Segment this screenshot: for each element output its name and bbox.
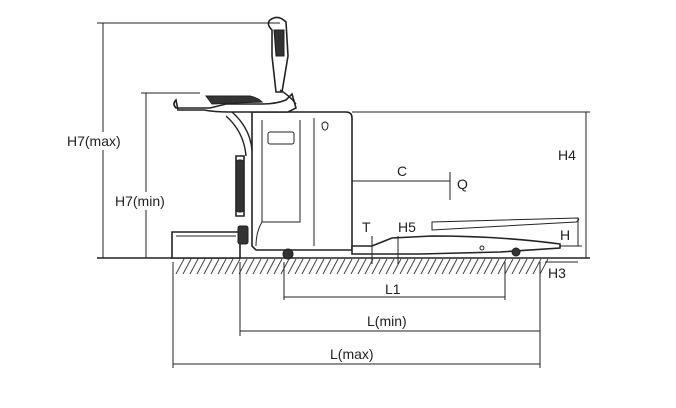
h3-label: H3 — [548, 265, 566, 281]
hatch-stroke — [329, 258, 339, 275]
tiller-handle-lower — [173, 92, 297, 113]
body-handle — [267, 131, 295, 145]
fork-lowered — [351, 235, 561, 255]
hatch-stroke — [196, 258, 206, 275]
hatch-stroke — [399, 258, 409, 275]
hatch-stroke — [217, 258, 227, 275]
body-lower-curve — [255, 221, 263, 247]
hatch-stroke — [322, 258, 332, 275]
q-label: Q — [457, 176, 468, 192]
hatch-stroke — [434, 258, 444, 275]
hatch-stroke — [273, 258, 283, 275]
hatch-stroke — [266, 258, 276, 275]
hatch-stroke — [350, 258, 360, 275]
hatch-stroke — [287, 258, 297, 275]
h7-min-label: H7(min) — [115, 193, 165, 209]
body-indicator — [321, 121, 329, 131]
hatch-stroke — [308, 258, 318, 275]
hatch-stroke — [518, 258, 528, 275]
h7-max-label: H7(max) — [67, 133, 121, 149]
battery-cover — [261, 120, 301, 223]
hatch-stroke — [406, 258, 416, 275]
hatch-stroke — [483, 258, 493, 275]
hatch-stroke — [371, 258, 381, 275]
hatch-stroke — [315, 258, 325, 275]
hatch-stroke — [497, 258, 507, 275]
h7-max-label-bg — [64, 132, 140, 150]
h5-label: H5 — [398, 219, 416, 235]
hatch-stroke — [525, 258, 535, 275]
hatch-stroke — [343, 258, 353, 275]
h7-min-label-bg — [112, 192, 184, 210]
hatch-stroke — [385, 258, 395, 275]
load-wheel — [511, 247, 521, 257]
tiller-link-inner — [225, 115, 247, 157]
tiller-grip-lower — [205, 95, 264, 105]
hatch-stroke — [357, 258, 367, 275]
operator-platform — [171, 231, 241, 259]
drive-wheel — [282, 248, 294, 260]
fork-roller — [479, 245, 485, 251]
hatch-stroke — [448, 258, 458, 275]
tiller-joint — [279, 89, 297, 105]
l1-label: L1 — [385, 281, 401, 297]
hatch-stroke — [280, 258, 290, 275]
hatch-stroke — [420, 258, 430, 275]
hatch-stroke — [441, 258, 451, 275]
c-label: C — [397, 163, 407, 179]
hatch-stroke — [539, 258, 549, 275]
hatch-stroke — [224, 258, 234, 275]
hatch-stroke — [462, 258, 472, 275]
hatch-stroke — [504, 258, 514, 275]
truck-body — [251, 111, 353, 251]
hatch-stroke — [476, 258, 486, 275]
pallet-truck — [171, 16, 580, 260]
hatch-stroke — [490, 258, 500, 275]
hatch-stroke — [532, 258, 542, 275]
tiller-grip-upper — [273, 29, 285, 57]
hatch-stroke — [455, 258, 465, 275]
side-grip-pad — [235, 159, 245, 213]
hatch-stroke — [427, 258, 437, 275]
hatch-stroke — [392, 258, 402, 275]
hatch-stroke — [336, 258, 346, 275]
hatch-stroke — [252, 258, 262, 275]
tiller-link — [231, 111, 253, 151]
hatch-stroke — [231, 258, 241, 275]
lmax-label: L(max) — [330, 346, 374, 362]
hatch-stroke — [469, 258, 479, 275]
hatch-stroke — [189, 258, 199, 275]
hatch-stroke — [210, 258, 220, 275]
h-label: H — [560, 227, 570, 243]
ground — [97, 257, 590, 275]
hatch-stroke — [203, 258, 213, 275]
hatch-stroke — [245, 258, 255, 275]
hatch-stroke — [413, 258, 423, 275]
ground-hatching — [175, 258, 549, 275]
hatch-stroke — [259, 258, 269, 275]
hatch-stroke — [294, 258, 304, 275]
t-label: T — [362, 219, 371, 235]
hatch-stroke — [511, 258, 521, 275]
hatch-stroke — [378, 258, 388, 275]
fork-raised — [431, 217, 580, 231]
h4-label: H4 — [558, 147, 576, 163]
dimension-labels: H7(max) H7(min) H4 C Q T H5 H H3 L1 L(mi… — [64, 132, 576, 362]
hatch-stroke — [301, 258, 311, 275]
hatch-stroke — [175, 258, 185, 275]
platform-hinge — [237, 225, 249, 245]
dimension-lines — [97, 22, 590, 368]
lmin-label: L(min) — [367, 313, 407, 329]
hatch-stroke — [182, 258, 192, 275]
